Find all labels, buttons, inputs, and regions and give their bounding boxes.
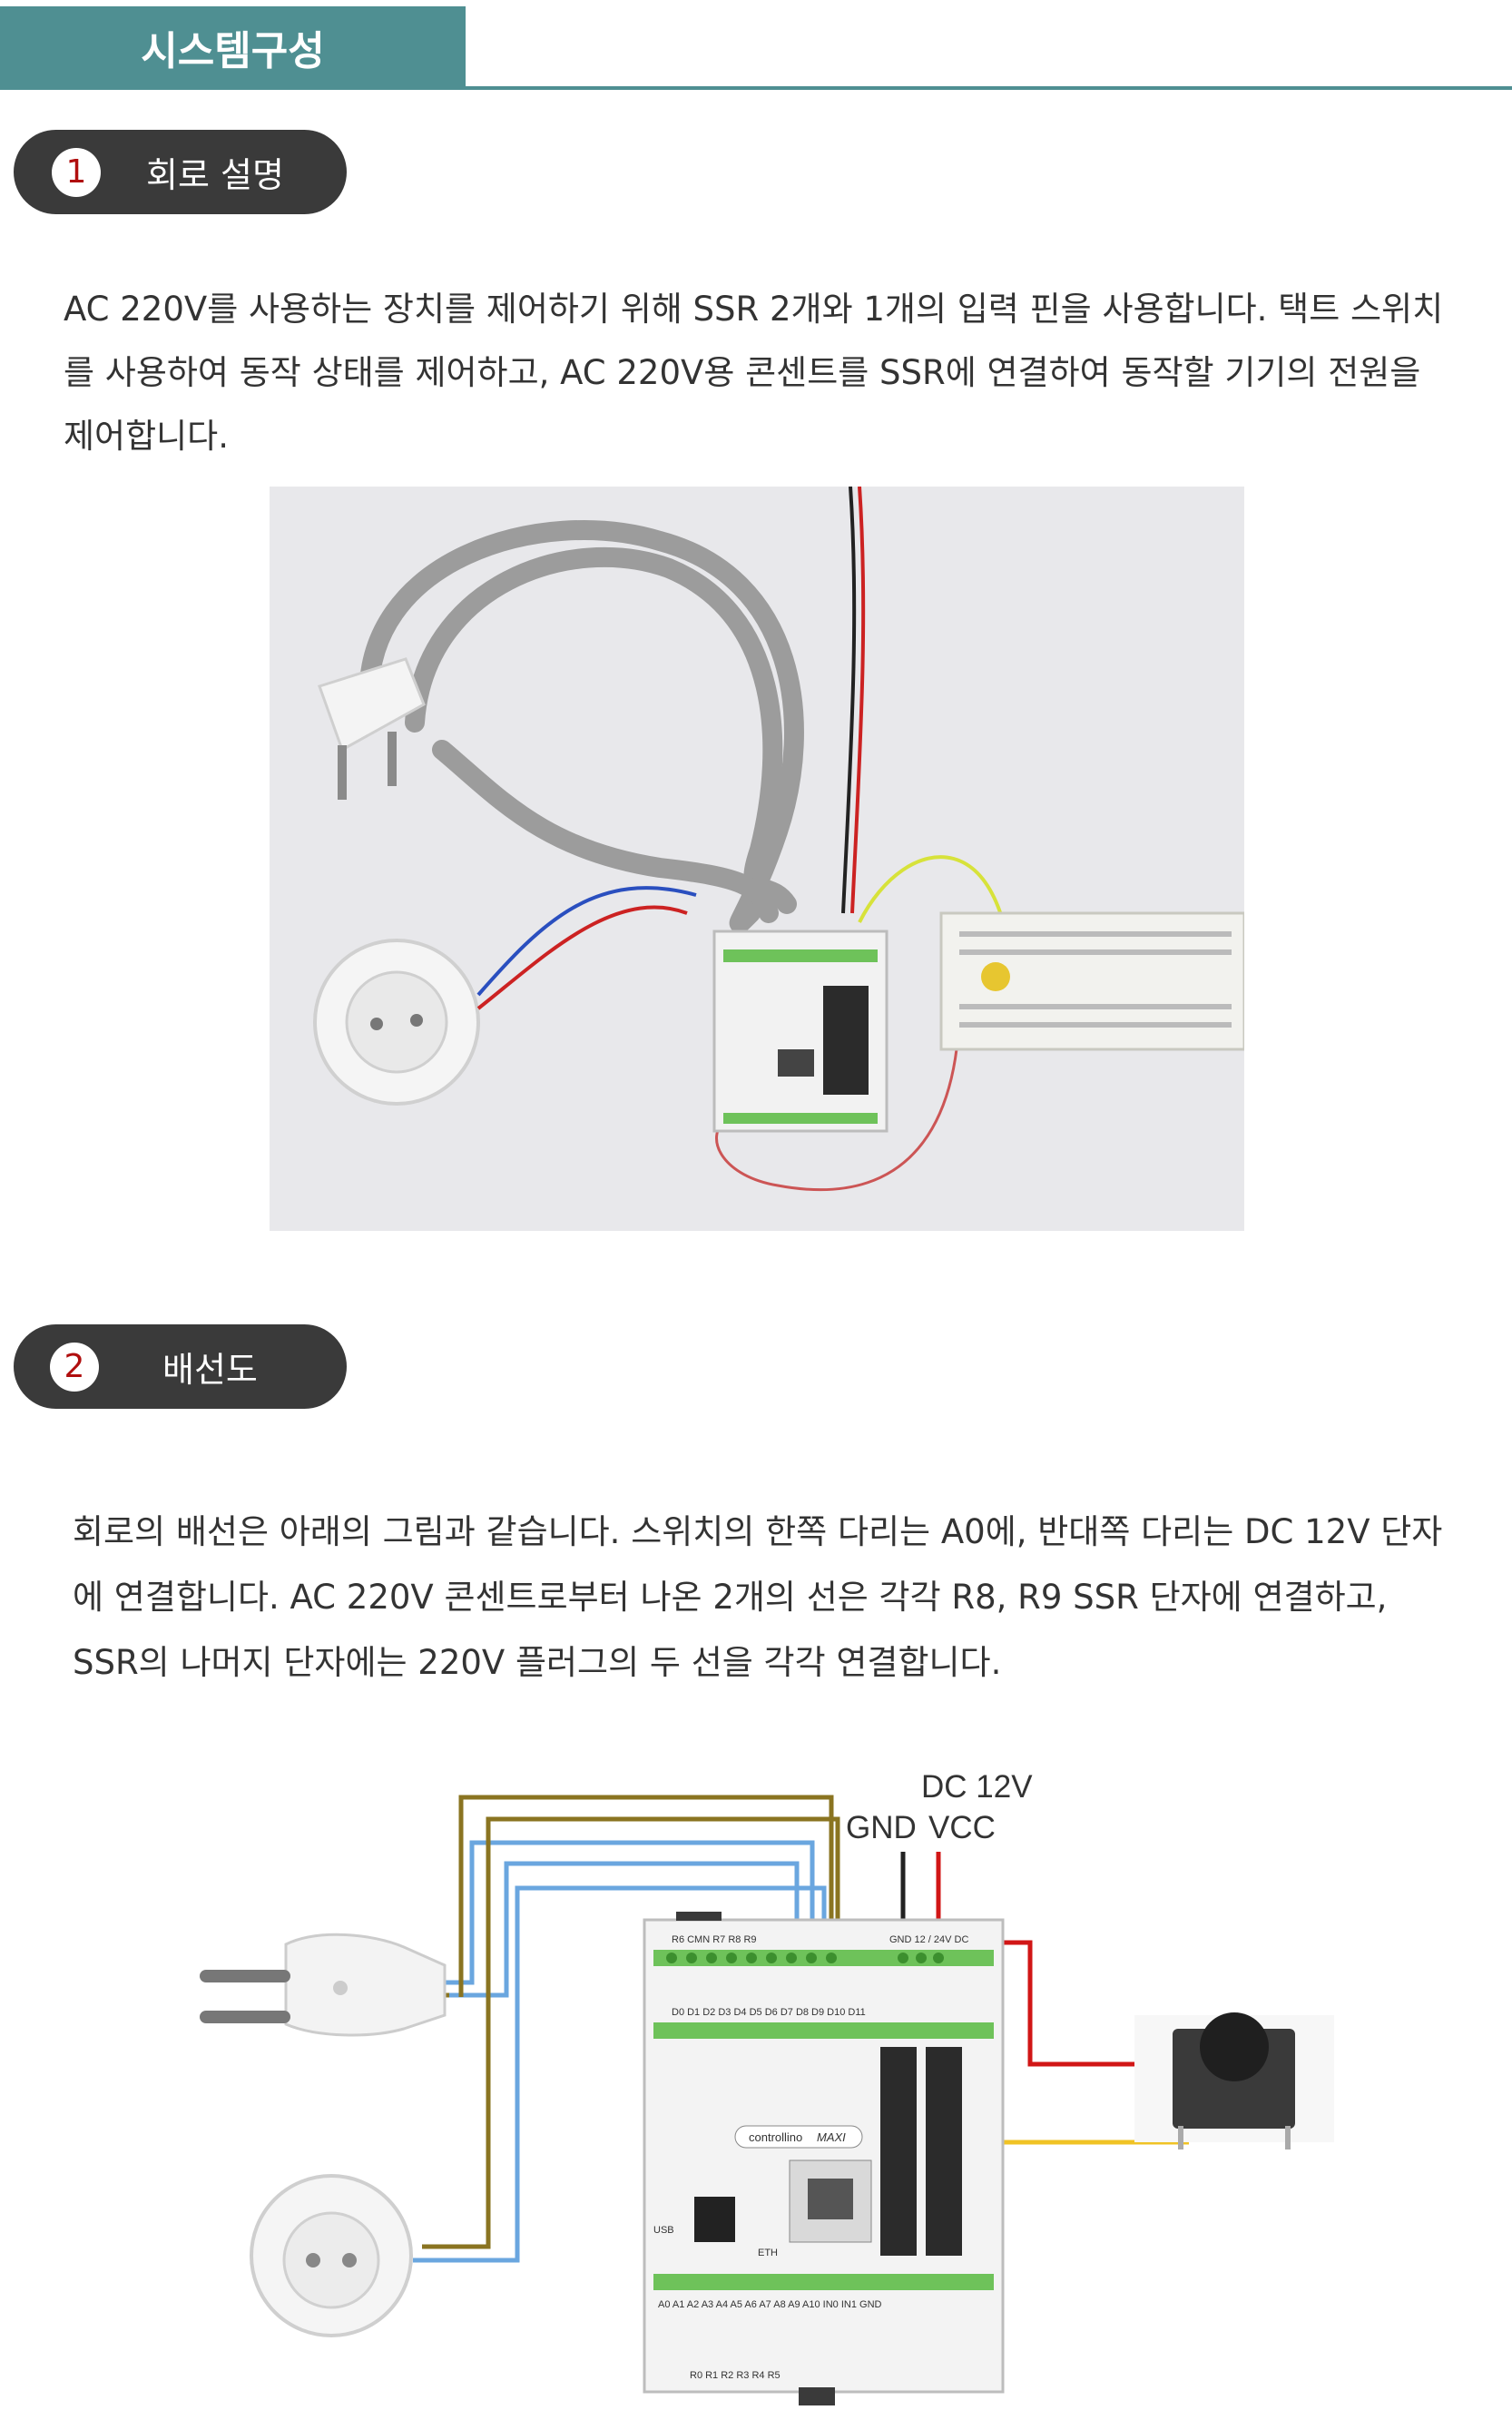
- controllino-module: R6 CMN R7 R8 R9 GND 12 / 24V DC D0 D1 D2…: [643, 1912, 1005, 2405]
- title-underline: [0, 86, 1512, 90]
- socket-icon: [250, 2174, 413, 2337]
- socket-icon: [313, 939, 480, 1106]
- wiring-description: 회로의 배선은 아래의 그림과 같습니다. 스위치의 한쪽 다리는 A0에, 반…: [73, 1512, 1443, 1682]
- top-terminal-labels: R6 CMN R7 R8 R9: [672, 1934, 757, 1945]
- wire-blue-plug: [445, 1861, 800, 1998]
- page-title: 시스템구성: [0, 6, 466, 88]
- usb-label: USB: [653, 2225, 674, 2236]
- section-number: 2: [50, 1342, 99, 1392]
- vcc-label: VCC: [928, 1810, 996, 1845]
- section-number: 1: [52, 147, 101, 197]
- wire-brown-socket: [422, 1816, 840, 2249]
- circuit-photo: [270, 487, 1244, 1231]
- plug-icon: [318, 657, 426, 800]
- wire-brown-top: [458, 1795, 834, 1941]
- wire-blue-socket: [413, 1885, 827, 2263]
- model-label: MAXI: [817, 2130, 846, 2144]
- section-title: 회로 설명: [146, 155, 284, 195]
- gnd-label: GND: [846, 1810, 917, 1845]
- power-terminal-label: GND 12 / 24V DC: [889, 1934, 968, 1945]
- bottom-relays: R0 R1 R2 R3 R4 R5: [690, 2370, 781, 2381]
- section-heading-circuit: 1 회로 설명: [14, 130, 347, 214]
- section-title: 배선도: [162, 1350, 258, 1390]
- output-row: D0 D1 D2 D3 D4 D5 D6 D7 D8 D9 D10 D11: [672, 2007, 866, 2018]
- eth-label: ETH: [758, 2248, 778, 2258]
- input-row: A0 A1 A2 A3 A4 A5 A6 A7 A8 A9 A10 IN0 IN…: [658, 2299, 882, 2310]
- dc-12v-label: DC 12V: [921, 1769, 1033, 1805]
- circuit-description: AC 220V를 사용하는 장치를 제어하기 위해 SSR 2개와 1개의 입력…: [64, 290, 1444, 456]
- plug-icon: [200, 1933, 447, 2037]
- wiring-diagram: DC 12V GND VCC R: [200, 1769, 1334, 2405]
- section-heading-wiring: 2 배선도: [14, 1324, 347, 1409]
- brand-label: controllino: [749, 2130, 802, 2144]
- push-button-switch: [1134, 2012, 1334, 2149]
